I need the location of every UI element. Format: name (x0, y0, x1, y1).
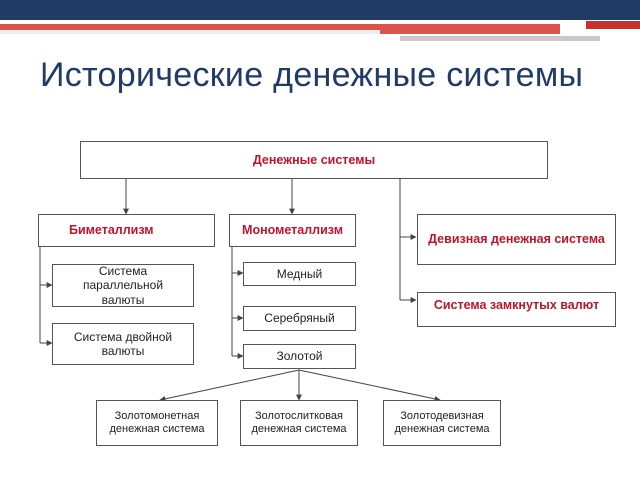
top-band-red (0, 24, 560, 34)
silver-box: Серебряный (243, 306, 356, 331)
top-band-red-accent (586, 21, 640, 29)
parallel-currency-box: Система параллельной валюты (52, 264, 194, 307)
top-band-light (0, 30, 380, 34)
connector-gold-to-coin (159, 369, 300, 402)
connector-gold-to-exchange (298, 369, 441, 402)
copper-box: Медный (243, 262, 356, 286)
top-band-gray (400, 36, 600, 41)
closed-currencies-box: Система замкнутых валют (417, 292, 616, 327)
currency-system-box: Девизная денежная система (417, 214, 616, 265)
monometallism-box: Монометаллизм (229, 214, 356, 247)
root-box: Денежные системы (80, 141, 548, 179)
slide-title: Исторические денежные системы (40, 56, 584, 94)
gold-exchange-system-box: Золотодевизная денежная система (383, 400, 501, 446)
gold-bullion-system-box: Золотослитковая денежная система (240, 400, 358, 446)
double-currency-box: Система двойной валюты (52, 323, 194, 365)
gold-coin-system-box: Золотомонетная денежная система (96, 400, 218, 446)
gold-box: Золотой (243, 344, 356, 369)
top-band-navy (0, 0, 640, 20)
bimetallism-box: Биметаллизм (38, 214, 215, 247)
